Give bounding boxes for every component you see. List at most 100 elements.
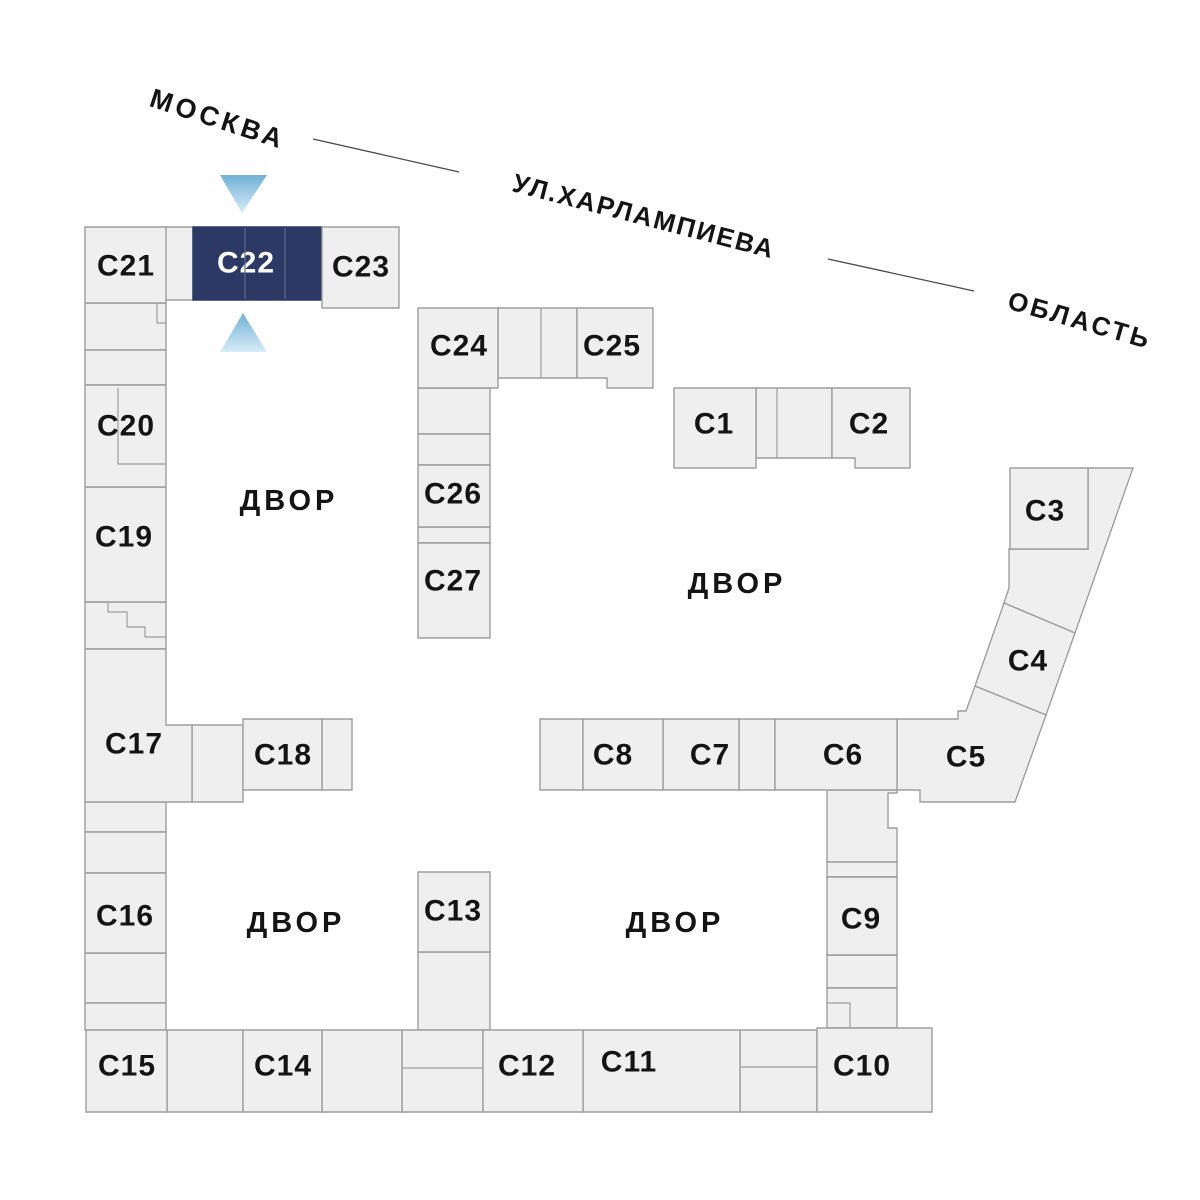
- block-shape-c13: [417, 871, 491, 953]
- block-shape-c25: [576, 307, 654, 389]
- block-label-c9: С9: [841, 903, 881, 936]
- building-connector: [497, 307, 578, 379]
- block-label-c13: С13: [424, 895, 482, 928]
- building-connector: [417, 526, 491, 544]
- block-c15[interactable]: С15: [85, 1029, 168, 1113]
- block-label-c24: С24: [430, 330, 488, 363]
- block-label-c6: С6: [823, 739, 863, 772]
- block-label-c3: С3: [1025, 495, 1065, 528]
- courtyard-label: ДВОР: [626, 907, 725, 939]
- building-connector: [401, 1029, 484, 1113]
- block-c26[interactable]: С26: [417, 464, 491, 528]
- block-c11[interactable]: С11: [582, 1029, 741, 1113]
- block-label-c15: С15: [98, 1050, 156, 1083]
- block-c6[interactable]: С6: [774, 718, 898, 791]
- street-label-ul-kharlampieva: УЛ.ХАРЛАМПИЕВА: [509, 168, 778, 265]
- building-connector: [826, 789, 898, 863]
- block-label-c25: С25: [583, 330, 641, 363]
- block-shape-c6: [774, 718, 898, 791]
- block-c5[interactable]: С5: [896, 685, 1047, 803]
- building-connector: [84, 1002, 167, 1031]
- street-callout-line: [827, 258, 975, 292]
- block-shape-c1: [673, 387, 757, 469]
- block-c25[interactable]: С25: [576, 307, 654, 389]
- block-shape-c24: [417, 307, 499, 389]
- block-c24[interactable]: С24: [417, 307, 499, 389]
- block-c23[interactable]: С23: [321, 226, 400, 309]
- block-label-c1: С1: [694, 408, 734, 441]
- block-shape-c8: [582, 718, 664, 791]
- block-label-c19: С19: [95, 521, 153, 554]
- block-shape-c21: [84, 226, 167, 304]
- block-c18[interactable]: С18: [242, 718, 323, 791]
- block-shape-c3: [1009, 467, 1089, 550]
- block-label-c21: С21: [97, 250, 155, 283]
- building-connector: [84, 801, 167, 833]
- block-shape-c23: [321, 226, 400, 309]
- building-connector: [84, 349, 167, 386]
- block-shape-c12: [482, 1029, 584, 1113]
- block-shape-c26: [417, 464, 491, 528]
- building-connector: [755, 387, 833, 459]
- block-c3[interactable]: С3: [1009, 467, 1089, 550]
- street-label-moskva: МОСКВА: [146, 83, 289, 155]
- building-connector: [738, 718, 776, 791]
- building-connector: [539, 718, 584, 791]
- block-c7[interactable]: С7: [662, 718, 740, 791]
- building-connector: [417, 387, 491, 435]
- block-c1[interactable]: С1: [673, 387, 757, 469]
- block-label-c11: С11: [601, 1046, 657, 1079]
- block-c20[interactable]: С20: [84, 384, 167, 488]
- block-shape-c9: [826, 876, 898, 956]
- block-c9[interactable]: С9: [826, 876, 898, 956]
- block-label-c22: С22: [217, 247, 275, 280]
- block-c2[interactable]: С2: [831, 387, 911, 469]
- unit-divider-line: [85, 601, 166, 638]
- block-shape-c2: [831, 387, 911, 469]
- block-c17[interactable]: С17: [84, 648, 193, 803]
- block-label-c27: С27: [424, 565, 482, 598]
- block-c16[interactable]: С16: [84, 872, 167, 954]
- block-label-c14: С14: [254, 1050, 312, 1083]
- block-c8[interactable]: С8: [582, 718, 664, 791]
- building-connector: [84, 831, 167, 874]
- block-shape-c15: [85, 1029, 168, 1113]
- building-connector: [321, 1029, 403, 1113]
- building-connector: [826, 954, 898, 989]
- block-label-c2: С2: [849, 408, 889, 441]
- block-shape-c16: [84, 872, 167, 954]
- arrows-layer: [220, 175, 267, 352]
- block-label-c23: С23: [332, 251, 390, 284]
- building-connector: [166, 1029, 244, 1113]
- block-label-c16: С16: [96, 900, 154, 933]
- building-connector: [417, 433, 491, 466]
- block-c10[interactable]: С10: [816, 1027, 933, 1113]
- arrow-up-to-c22: [220, 313, 267, 352]
- block-label-c7: С7: [690, 739, 730, 772]
- block-c4[interactable]: С4: [974, 602, 1076, 716]
- block-label-c18: С18: [254, 739, 312, 772]
- street-label-oblast: ОБЛАСТЬ: [1005, 285, 1156, 355]
- block-label-c4: С4: [1008, 645, 1048, 678]
- unit-divider-line: [827, 1002, 851, 1028]
- arrow-down-to-c22: [220, 175, 267, 213]
- building-connector: [191, 724, 244, 803]
- street-callout-line: [312, 138, 460, 173]
- building-connector: [84, 601, 167, 650]
- block-shape-c10: [816, 1027, 933, 1113]
- block-shape-c27: [417, 542, 491, 639]
- building-connector: [84, 302, 167, 351]
- block-c14[interactable]: С14: [242, 1029, 323, 1113]
- block-c12[interactable]: С12: [482, 1029, 584, 1113]
- block-c21[interactable]: С21: [84, 226, 167, 304]
- block-label-c26: С26: [424, 478, 482, 511]
- block-c13[interactable]: С13: [417, 871, 491, 953]
- building-connector: [739, 1029, 818, 1113]
- block-c19[interactable]: С19: [84, 486, 167, 603]
- unit-divider-line: [156, 303, 166, 324]
- block-c22[interactable]: С22: [192, 226, 323, 301]
- block-c27[interactable]: С27: [417, 542, 491, 639]
